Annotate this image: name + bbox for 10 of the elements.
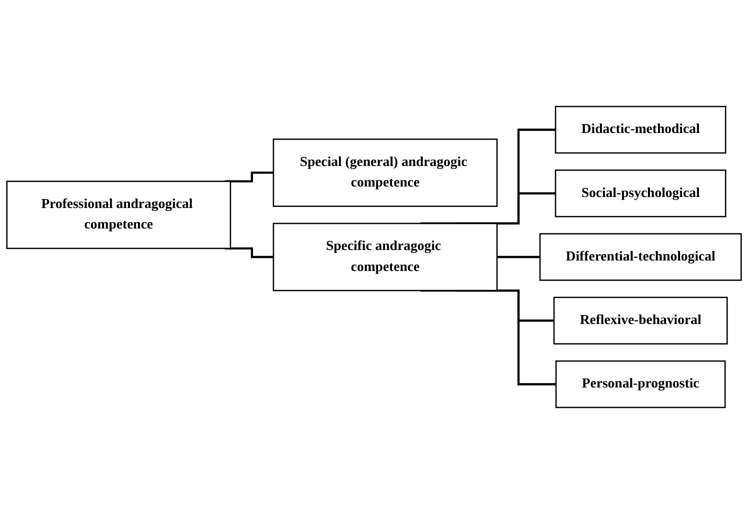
- node-box: Social-psychological: [554, 170, 726, 218]
- node-box: Reflexive-behavioral: [553, 296, 728, 344]
- connector: [224, 247, 275, 258]
- connector: [497, 256, 542, 258]
- node-box: Specific andragogic competence: [272, 222, 498, 292]
- node-box: Professional andragogical competence: [6, 180, 232, 250]
- node-box: Personal-prognostic: [555, 360, 726, 408]
- node-box: Didactic-methodical: [554, 106, 726, 154]
- node-box: Special (general) andragogic competence: [272, 138, 498, 207]
- node-box: Differential-technological: [539, 233, 742, 281]
